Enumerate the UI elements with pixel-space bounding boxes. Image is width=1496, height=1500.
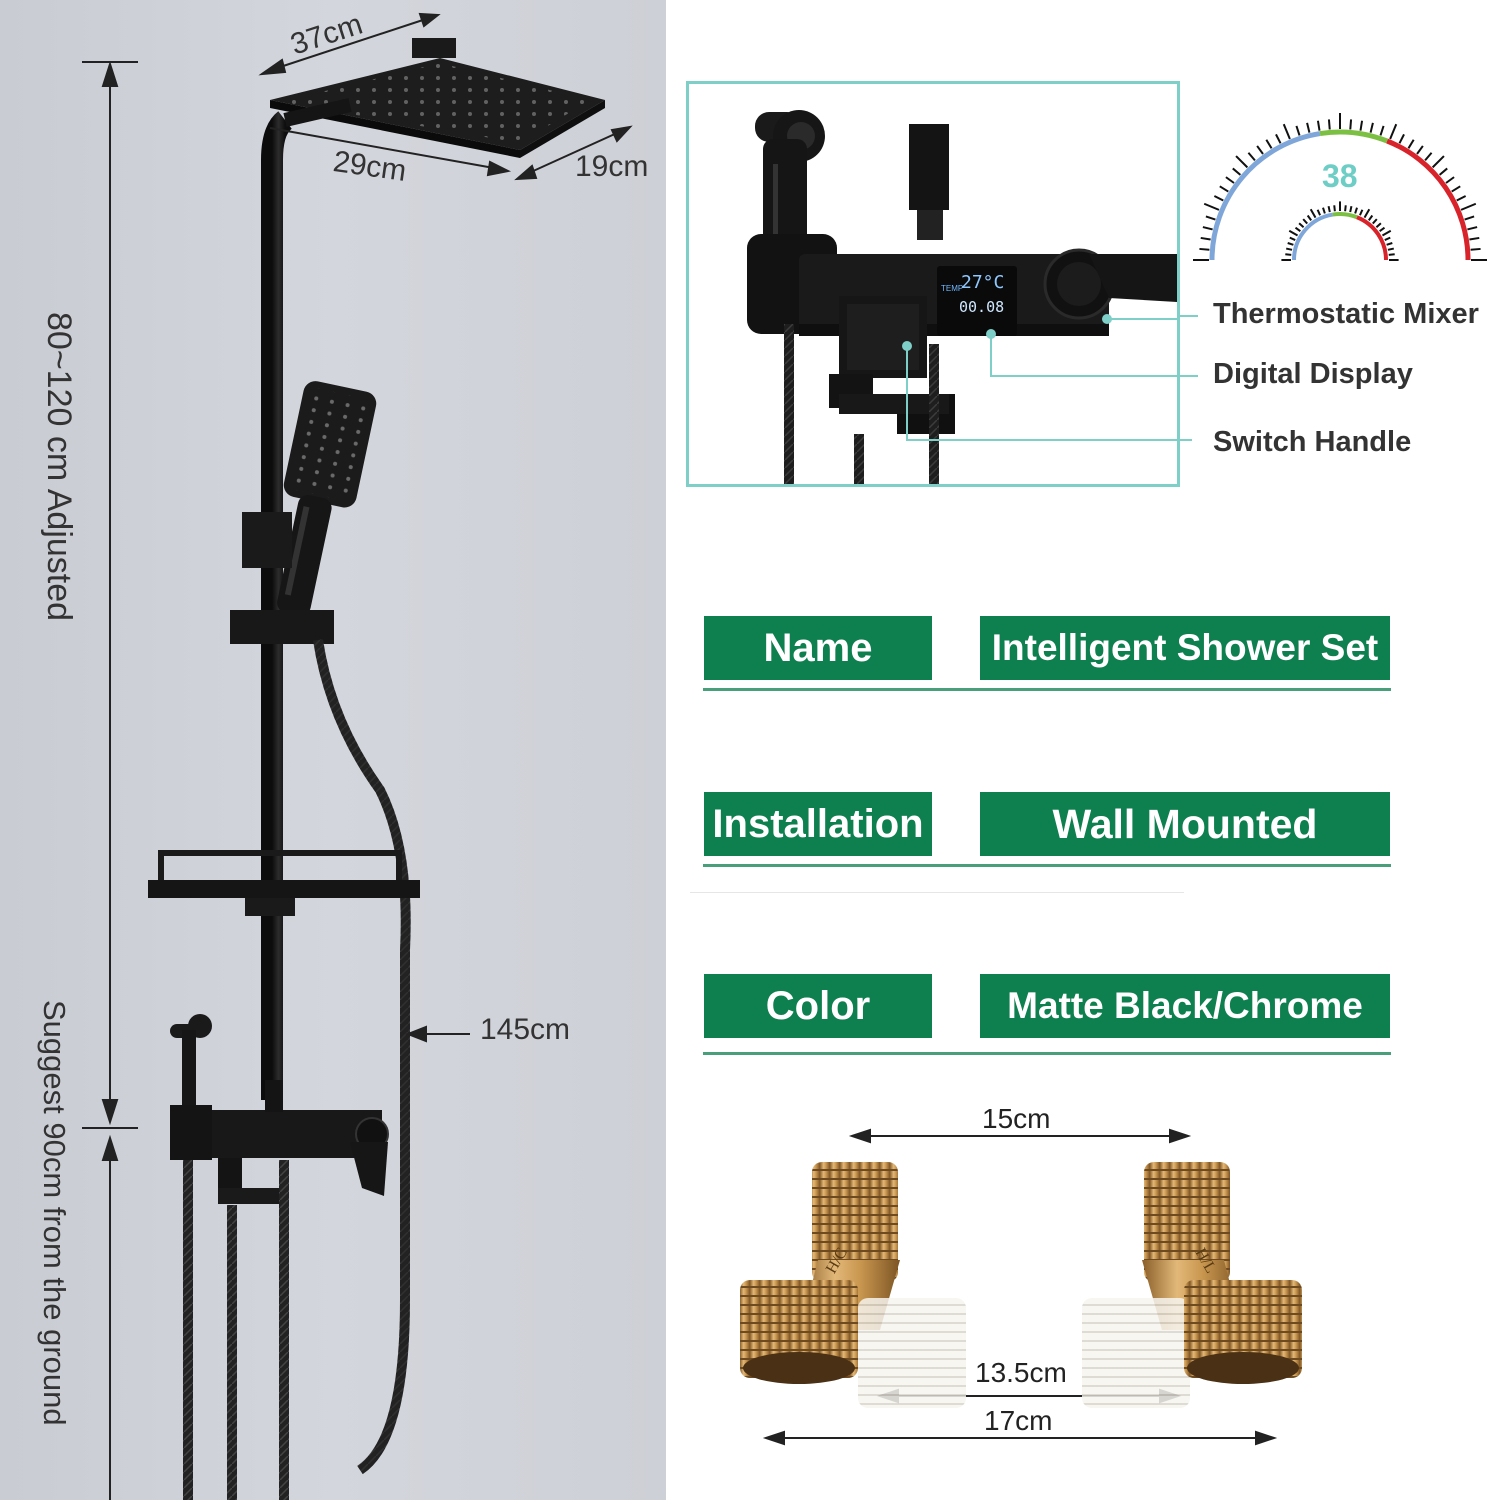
shower-column-illustration xyxy=(82,12,633,1500)
height-adjust-label: 80~120 cm Adjusted xyxy=(40,312,78,622)
spec-installation-value: Wall Mounted xyxy=(980,792,1390,856)
hand-shower xyxy=(277,381,377,616)
spec-divider xyxy=(703,688,1391,691)
callout-thermostatic-mixer: Thermostatic Mixer xyxy=(1213,298,1479,330)
callout-leaders xyxy=(1180,315,1198,441)
total-height-label: 145cm xyxy=(480,1013,571,1046)
callout-digital-display: Digital Display xyxy=(1213,358,1413,390)
spec-divider-faint xyxy=(690,892,1184,893)
spec-divider xyxy=(703,1052,1391,1055)
mixer-detail-inset: TEMP 27°C 00.08 xyxy=(686,81,1180,487)
mixer-detail-illustration xyxy=(747,110,1177,484)
gauge-value: 38 xyxy=(1322,158,1358,194)
spec-color-value: Matte Black/Chrome xyxy=(980,974,1390,1038)
fitting-bottom-width: 17cm xyxy=(984,1405,1053,1436)
spec-color-label: Color xyxy=(704,974,932,1038)
spec-name-value: Intelligent Shower Set xyxy=(980,616,1390,680)
spec-name-label: Name xyxy=(704,616,932,680)
display-timer: 00.08 xyxy=(959,298,1005,316)
fitting-mid-width: 13.5cm xyxy=(975,1357,1067,1388)
ground-suggest-label: Suggest 90cm from the ground xyxy=(37,1000,72,1426)
spec-divider xyxy=(703,864,1391,867)
temperature-gauge-icon xyxy=(1193,113,1487,261)
spec-installation-label: Installation xyxy=(704,792,932,856)
head-side-label: 19cm xyxy=(575,150,649,183)
eccentric-fittings-illustration xyxy=(740,1128,1302,1446)
callout-switch-handle: Switch Handle xyxy=(1213,426,1412,458)
display-temperature: 27°C xyxy=(961,272,1005,293)
fitting-top-width: 15cm xyxy=(982,1103,1051,1134)
display-temp-label: TEMP xyxy=(941,284,964,293)
